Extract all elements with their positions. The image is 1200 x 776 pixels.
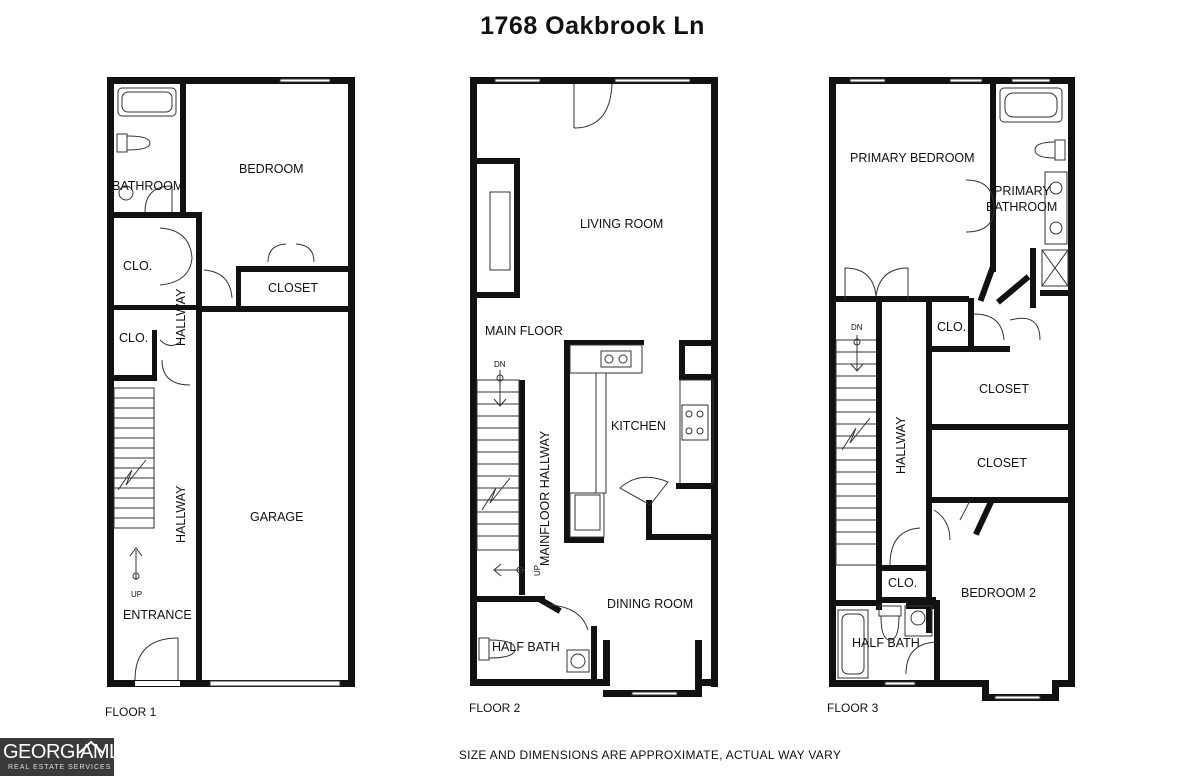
floor-1-hallway-top-label: HALLWAY: [174, 288, 188, 346]
floor-2-stair-dn-note: DN: [494, 360, 506, 369]
floor-3-plan: PRIMARY BEDROOM PRIMARY BATHROOM CLO. CL…: [827, 77, 1075, 715]
floor-3-primary-bath-label-1: PRIMARY: [994, 184, 1051, 198]
floor-1-plan: BATHROOM BEDROOM CLO. CLO. CLOSET HALLWA…: [105, 77, 355, 719]
floor-2-half-bath-label: HALF BATH: [492, 640, 560, 654]
floor-1-bathroom-label: BATHROOM: [112, 179, 183, 193]
floor-3-closet-d-label: CLO.: [888, 576, 917, 590]
floor-3-stairs: [835, 335, 879, 566]
floor-1-closet-c-label: CLOSET: [268, 281, 318, 295]
floor-2-stair-up-note: UP: [533, 565, 542, 576]
georgia-mls-logo: GEORGIAMLS REAL ESTATE SERVICES: [0, 738, 133, 776]
floor-2-stairs: [476, 370, 525, 577]
floor-1-entrance-label: ENTRANCE: [123, 608, 192, 622]
roof-icon: [78, 740, 104, 754]
floor-1-stair-up-note: UP: [131, 590, 142, 599]
floor-1-closet-a-label: CLO.: [123, 259, 152, 273]
floor-2-kitchen-label: KITCHEN: [611, 419, 666, 433]
disclaimer-footer: SIZE AND DIMENSIONS ARE APPROXIMATE, ACT…: [458, 748, 842, 762]
floor-3-closet-b-label: CLOSET: [979, 382, 1029, 396]
logo-text: GEORGIAMLS: [3, 741, 133, 763]
floor-2-main-floor-label: MAIN FLOOR: [485, 324, 563, 338]
floor-3-label: FLOOR 3: [827, 701, 879, 715]
floor-1-label: FLOOR 1: [105, 705, 157, 719]
floor-3-stair-dn-note: DN: [851, 323, 863, 332]
floor-1-bedroom-label: BEDROOM: [239, 162, 304, 176]
floor-2-hallway-label: MAINFLOOR HALLWAY: [538, 430, 552, 566]
floor-2-plan: LIVING ROOM MAIN FLOOR KITCHEN MAINFLOOR…: [469, 77, 718, 715]
logo-subtext: REAL ESTATE SERVICES: [8, 764, 112, 771]
floor-3-hallway-label: HALLWAY: [894, 416, 908, 474]
floor-3-primary-bedroom-label: PRIMARY BEDROOM: [850, 151, 975, 165]
floor-3-half-bath-label: HALF BATH: [852, 636, 920, 650]
floor-1-closet-b-label: CLO.: [119, 331, 148, 345]
floor-3-bedroom2-label: BEDROOM 2: [961, 586, 1036, 600]
plan-title: 1768 Oakbrook Ln: [480, 12, 705, 40]
floor-2-living-label: LIVING ROOM: [580, 217, 663, 231]
floor-3-closet-c-label: CLOSET: [977, 456, 1027, 470]
floor-1-garage-label: GARAGE: [250, 510, 304, 524]
floor-1-stairs: [113, 387, 155, 580]
floor-2-label: FLOOR 2: [469, 701, 521, 715]
floor-2-dining-label: DINING ROOM: [607, 597, 693, 611]
floor-3-primary-bath-label-2: BATHROOM: [986, 200, 1057, 214]
floor-3-closet-a-label: CLO.: [937, 320, 966, 334]
floor-1-hallway-main-label: HALLWAY: [174, 485, 188, 543]
